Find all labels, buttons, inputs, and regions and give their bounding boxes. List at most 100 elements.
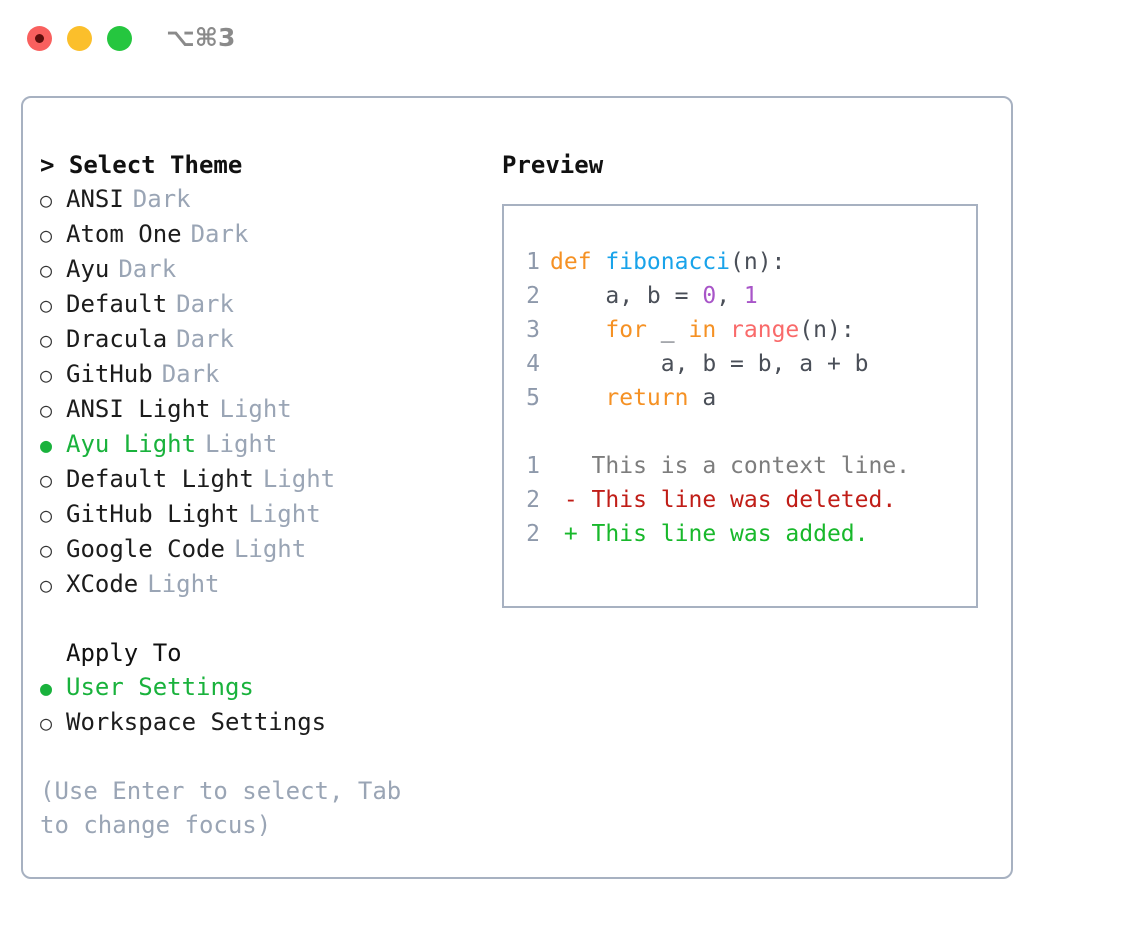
apply-to-option-workspace-settings[interactable]: ○ Workspace Settings bbox=[40, 705, 490, 740]
diff-content: This is a context line. bbox=[550, 453, 911, 479]
theme-option-ansi[interactable]: ○ ANSI Dark bbox=[40, 182, 490, 217]
radio-unselected-icon: ○ bbox=[40, 503, 53, 527]
code-line: 2 a, b = 0, 1 bbox=[518, 279, 976, 313]
radio-unselected-icon: ○ bbox=[40, 223, 53, 247]
code-token: return bbox=[605, 385, 689, 411]
theme-variant-tag: Dark bbox=[176, 290, 234, 318]
line-number: 1 bbox=[526, 249, 540, 275]
theme-option-label: Dracula bbox=[66, 325, 168, 353]
theme-option-default[interactable]: ○ Default Dark bbox=[40, 287, 490, 322]
keyboard-hint-text: (Use Enter to select, Tab to change focu… bbox=[40, 777, 402, 839]
code-token: in bbox=[688, 317, 717, 343]
apply-to-group: Apply To ●User Settings ○ Workspace Settin… bbox=[40, 636, 490, 740]
theme-option-xcode[interactable]: ○ XCode Light bbox=[40, 567, 490, 602]
radio-selected-icon: ● bbox=[40, 676, 53, 700]
code-line: 5 return a bbox=[518, 381, 976, 415]
theme-option-label: XCode bbox=[66, 570, 139, 598]
theme-variant-tag: Dark bbox=[161, 360, 220, 388]
theme-option-label: GitHub bbox=[66, 360, 153, 388]
keyboard-shortcut-label: ⌥⌘3 bbox=[166, 23, 236, 52]
line-number: 4 bbox=[526, 351, 540, 377]
theme-variant-tag: Light bbox=[205, 430, 278, 458]
line-number: 2 bbox=[526, 283, 540, 309]
theme-option-label: Atom One bbox=[66, 220, 182, 248]
code-token: (n): bbox=[799, 317, 855, 343]
apply-to-option-list[interactable]: ●User Settings ○ Workspace Settings bbox=[40, 670, 490, 740]
theme-option-label: Ayu bbox=[66, 255, 110, 283]
code-token: a, b = b, a + b bbox=[550, 351, 869, 377]
code-token: fibonacci bbox=[605, 249, 731, 275]
theme-option-label: GitHub Light bbox=[66, 500, 240, 528]
theme-option-label: ANSI Light bbox=[66, 395, 211, 423]
theme-variant-tag: Light bbox=[219, 395, 292, 423]
diff-line: 2 - This line was deleted. bbox=[518, 483, 976, 517]
radio-unselected-icon: ○ bbox=[40, 188, 53, 212]
theme-option-label: ANSI bbox=[66, 185, 124, 213]
theme-variant-tag: Dark bbox=[176, 325, 234, 353]
theme-option-label: Default bbox=[66, 290, 168, 318]
code-token: (n): bbox=[730, 249, 786, 275]
diff-line: 2 + This line was added. bbox=[518, 517, 976, 551]
maximize-window-button[interactable] bbox=[107, 26, 132, 51]
diff-content: + This line was added. bbox=[550, 521, 869, 547]
theme-option-label: Ayu Light bbox=[66, 430, 197, 458]
theme-option-github-light[interactable]: ○ GitHub Light Light bbox=[40, 497, 490, 532]
theme-variant-tag: Light bbox=[248, 500, 321, 528]
code-token: 0 bbox=[702, 283, 717, 309]
radio-unselected-icon: ○ bbox=[40, 538, 53, 562]
radio-unselected-icon: ○ bbox=[40, 398, 53, 422]
theme-option-ansi-light[interactable]: ○ ANSI Light Light bbox=[40, 392, 490, 427]
radio-unselected-icon: ○ bbox=[40, 711, 53, 735]
code-line: 3 for _ in range(n): bbox=[518, 313, 976, 347]
diff-content: - This line was deleted. bbox=[550, 487, 897, 513]
titlebar: ⌥⌘3 bbox=[0, 0, 1140, 78]
code-token: for bbox=[605, 317, 647, 343]
apply-to-option-label: Workspace Settings bbox=[66, 708, 327, 736]
radio-unselected-icon: ○ bbox=[40, 328, 53, 352]
radio-unselected-icon: ○ bbox=[40, 573, 53, 597]
code-token: 1 bbox=[743, 283, 758, 309]
radio-unselected-icon: ○ bbox=[40, 468, 53, 492]
line-number: 2 bbox=[526, 521, 540, 547]
theme-variant-tag: Dark bbox=[132, 185, 191, 213]
code-token: a bbox=[688, 385, 717, 411]
code-token: range bbox=[730, 317, 800, 343]
theme-variant-tag: Dark bbox=[190, 220, 249, 248]
code-token bbox=[550, 317, 605, 343]
theme-variant-tag: Light bbox=[147, 570, 220, 598]
apply-to-option-user-settings[interactable]: ●User Settings bbox=[40, 670, 490, 705]
theme-option-google-code[interactable]: ○ Google Code Light bbox=[40, 532, 490, 567]
theme-option-dracula[interactable]: ○ Dracula Dark bbox=[40, 322, 490, 357]
theme-variant-tag: Light bbox=[262, 465, 336, 493]
close-window-button[interactable] bbox=[27, 26, 52, 51]
diff-line: 1 This is a context line. bbox=[518, 449, 976, 483]
theme-option-atom-one[interactable]: ○ Atom One Dark bbox=[40, 217, 490, 252]
code-token: _ bbox=[646, 317, 689, 343]
code-token: a, b = bbox=[550, 283, 703, 309]
line-number: 5 bbox=[526, 385, 540, 411]
select-theme-header: > Select Theme bbox=[40, 151, 243, 179]
code-line: 4 a, b = b, a + b bbox=[518, 347, 976, 381]
line-number: 2 bbox=[526, 487, 540, 513]
apply-to-header: Apply To bbox=[66, 639, 182, 667]
code-token: , bbox=[716, 283, 744, 309]
minimize-window-button[interactable] bbox=[67, 26, 92, 51]
radio-unselected-icon: ○ bbox=[40, 293, 53, 317]
line-number: 3 bbox=[526, 317, 540, 343]
theme-option-label: Google Code bbox=[66, 535, 225, 563]
theme-variant-tag: Light bbox=[233, 535, 307, 563]
radio-unselected-icon: ○ bbox=[40, 258, 53, 282]
code-spacer bbox=[518, 415, 976, 449]
